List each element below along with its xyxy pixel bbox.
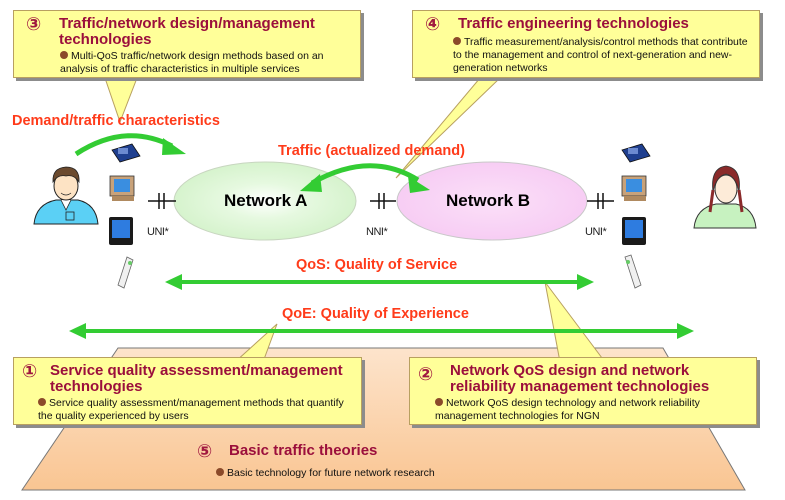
uni-right-connector — [587, 193, 614, 209]
callout-description: Network QoS design technology and networ… — [435, 397, 700, 422]
callout-number: ② — [418, 364, 434, 385]
demand-label: Demand/traffic characteristics — [12, 113, 220, 129]
callout-service-quality-assessment: ① Service quality assessment/management … — [13, 357, 362, 425]
desktop-computer-icon — [621, 175, 647, 201]
mobile-phone-icon — [117, 256, 134, 289]
callout-3-pointer — [104, 77, 138, 124]
uni-left-connector — [148, 193, 176, 209]
callout-number: ③ — [26, 14, 42, 35]
telephone-icon — [111, 143, 141, 163]
bullet-icon — [453, 37, 461, 45]
uni-left-label: UNI* — [147, 226, 169, 238]
callout-title: Traffic/network design/management techno… — [59, 15, 315, 48]
network-a-label: Network A — [224, 191, 308, 210]
bullet-icon — [38, 398, 46, 406]
callout-description: Traffic measurement/analysis/control met… — [453, 36, 748, 74]
callout-network-qos-design: ② Network QoS design and network reliabi… — [409, 357, 757, 425]
network-b-label: Network B — [446, 191, 531, 210]
uni-right-label: UNI* — [585, 226, 607, 238]
bullet-icon — [216, 468, 224, 476]
mobile-phone-icon — [624, 254, 642, 289]
callout-description: Service quality assessment/management me… — [38, 397, 344, 422]
callout-traffic-engineering: ④ Traffic engineering technologies Traff… — [412, 10, 760, 78]
traffic-label: Traffic (actualized demand) — [278, 143, 465, 159]
qos-arrow — [165, 274, 594, 290]
callout-description: Multi-QoS traffic/network design methods… — [60, 50, 324, 75]
callout-traffic-network-design: ③ Traffic/network design/management tech… — [13, 10, 361, 78]
male-user-icon — [33, 166, 99, 225]
television-icon — [109, 217, 133, 245]
demand-arrow — [74, 133, 186, 157]
female-user-icon — [693, 165, 757, 229]
desktop-computer-icon — [109, 175, 135, 201]
qos-label: QoS: Quality of Service — [296, 257, 458, 273]
callout-number: ① — [22, 361, 38, 382]
nni-connector — [370, 193, 396, 209]
callout-4-pointer — [395, 77, 502, 179]
television-icon — [622, 217, 646, 245]
traffic-arrow — [300, 163, 430, 193]
basic-theories-number: ⑤ — [197, 441, 213, 462]
qoe-arrow — [69, 323, 694, 339]
bullet-icon — [60, 51, 68, 59]
basic-theories-description: Basic technology for future network rese… — [216, 467, 435, 480]
nni-label: NNI* — [366, 226, 388, 238]
callout-number: ④ — [425, 14, 441, 35]
callout-title: Network QoS design and network reliabili… — [450, 362, 710, 395]
callout-title: Traffic engineering technologies — [458, 15, 689, 32]
telephone-icon — [621, 143, 651, 163]
bullet-icon — [435, 398, 443, 406]
callout-title: Service quality assessment/management te… — [50, 362, 343, 395]
qoe-label: QoE: Quality of Experience — [282, 306, 469, 322]
basic-theories-title: Basic traffic theories — [229, 442, 378, 459]
